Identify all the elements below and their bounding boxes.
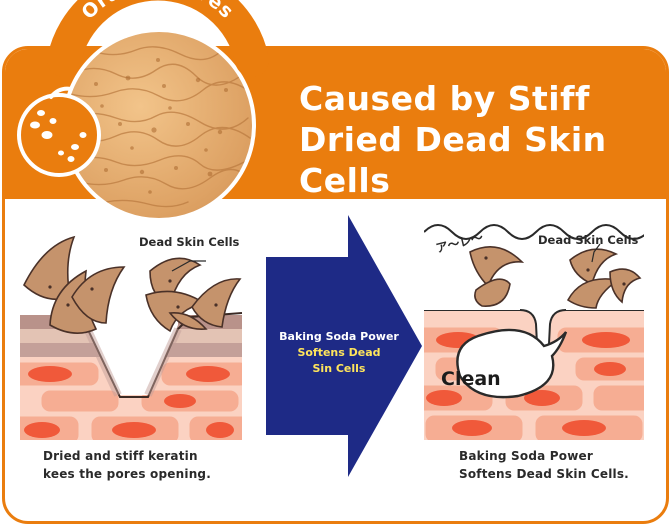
arrow-line-1: Baking Soda Power <box>279 330 399 343</box>
skin-diagram-after <box>424 224 644 440</box>
clean-bubble-text: Clean <box>441 368 501 390</box>
title-line-3: Cells <box>299 161 391 200</box>
right-caption: Baking Soda Power Softens Dead Skin Cell… <box>459 447 629 483</box>
title-line-2: Dried Dead Skin <box>299 120 607 159</box>
page-title: Caused by Stiff Dried Dead Skin Cells <box>299 78 607 201</box>
arrow-line-2: Softens Dead <box>297 346 381 359</box>
arrow-label: Baking Soda Power Softens Dead Sin Cells <box>266 329 412 377</box>
pore-texture <box>69 46 252 208</box>
left-callout-label: Dead Skin Cells <box>139 235 240 249</box>
right-caption-line-2: Softens Dead Skin Cells. <box>459 467 629 481</box>
orange-icon <box>17 86 101 177</box>
right-callout-label: Dead Skin Cells <box>538 233 639 247</box>
left-caption-line-1: Dried and stiff keratin <box>43 449 198 463</box>
skin-diagram-before <box>20 235 242 440</box>
arrow-line-3: Sin Cells <box>312 362 366 375</box>
title-line-1: Caused by Stiff <box>299 79 590 118</box>
right-caption-line-1: Baking Soda Power <box>459 449 593 463</box>
left-caption: Dried and stiff keratin kees the pores o… <box>43 447 211 483</box>
process-arrow <box>266 215 422 477</box>
left-caption-line-2: kees the pores opening. <box>43 467 211 481</box>
